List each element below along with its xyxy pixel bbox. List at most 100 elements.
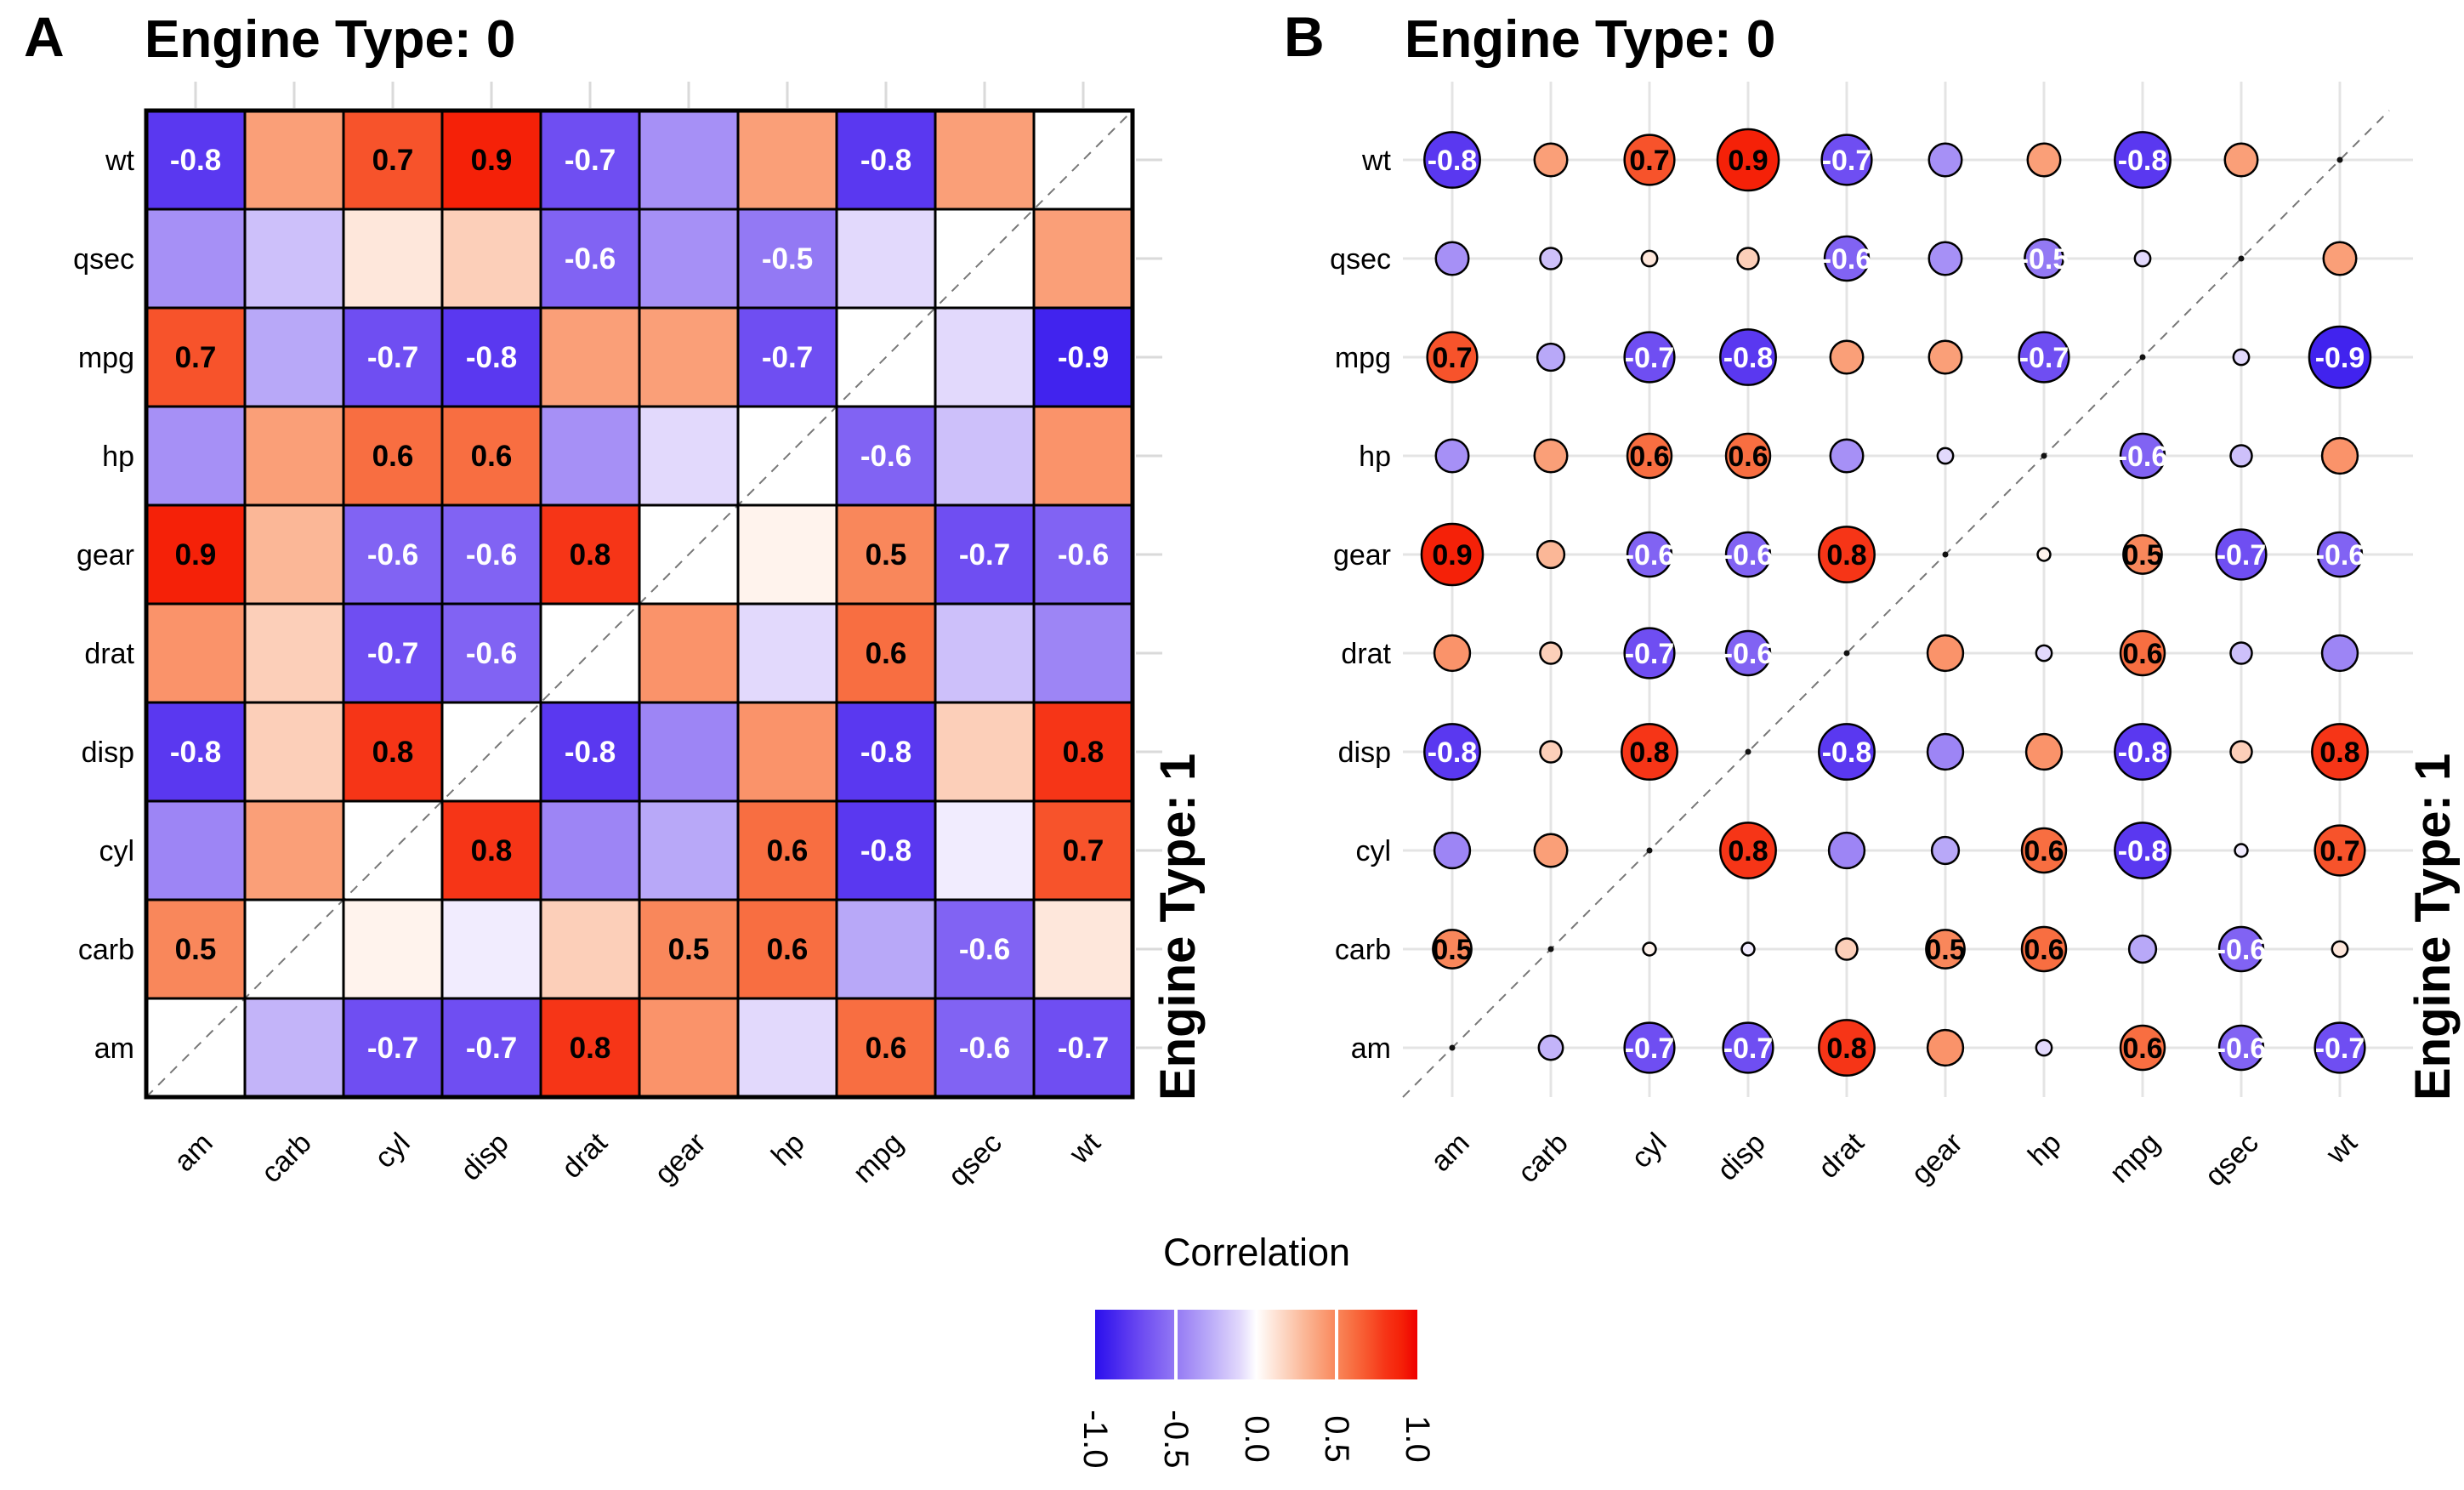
- bubble-value-label: 0.5: [1432, 934, 1472, 966]
- correlation-bubble: [1640, 249, 1659, 268]
- correlation-bubble: [2229, 740, 2253, 764]
- bubble-value-label: -0.8: [1822, 736, 1872, 769]
- panel-a-border: [144, 108, 1135, 1100]
- panel-a-x-tick-label: gear: [649, 1127, 713, 1191]
- matrix-cell: [1032, 503, 1134, 606]
- bubble-value-label: -0.7: [1625, 638, 1675, 670]
- diagonal-dot: [2238, 255, 2245, 262]
- correlation-bubble: [1539, 641, 1563, 665]
- correlation-bubble: [2114, 723, 2172, 781]
- cell-value-label: -0.7: [959, 538, 1010, 572]
- cell-value-label: 0.6: [767, 834, 809, 867]
- matrix-cell: [736, 109, 838, 211]
- matrix-cell: [835, 503, 937, 606]
- matrix-cell: [342, 898, 444, 1000]
- bubble-value-label: -0.8: [2118, 145, 2168, 177]
- bubble-value-label: 0.9: [1728, 145, 1768, 177]
- panel-a-y-tick-label: wt: [105, 145, 135, 177]
- matrix-cell: [440, 602, 542, 704]
- matrix-cell: [1032, 208, 1134, 310]
- bubble-value-label: 0.8: [1826, 1032, 1866, 1065]
- cell-value-label: -0.8: [860, 834, 911, 867]
- panel-a-y-tick-label: am: [94, 1032, 134, 1065]
- panel-a-y-tick-label: hp: [102, 441, 134, 473]
- panel-b-x-tick-label: hp: [2022, 1127, 2068, 1173]
- bubble-value-label: -0.6: [2118, 441, 2168, 473]
- bubble-value-label: 0.5: [1925, 934, 1965, 966]
- correlation-bubble: [1820, 134, 1873, 186]
- correlation-bubble: [1537, 1034, 1564, 1061]
- correlation-bubble: [1716, 128, 1780, 192]
- panel-a-tag: A: [24, 5, 65, 68]
- matrix-cell: [1032, 898, 1134, 1000]
- matrix-cell: [1032, 602, 1134, 704]
- cell-value-label: -0.6: [466, 637, 517, 670]
- correlation-bubble: [2119, 1024, 2166, 1072]
- matrix-cell: [934, 503, 1036, 606]
- matrix-cell: [243, 997, 345, 1099]
- correlation-bubble: [1724, 531, 1772, 578]
- diagonal-dot: [1843, 650, 1850, 657]
- matrix-cell: [440, 306, 542, 408]
- cell-value-label: 0.6: [471, 440, 513, 473]
- correlation-bubble: [2020, 925, 2068, 973]
- correlation-bubble: [2229, 444, 2253, 468]
- legend-tick-label: 0.5: [1318, 1415, 1356, 1463]
- cell-value-label: -0.6: [466, 538, 517, 572]
- correlation-bubble: [1719, 328, 1777, 386]
- correlation-bubble: [1536, 539, 1566, 570]
- bubble-value-label: 0.8: [2319, 736, 2359, 769]
- diagonal-dot: [1646, 847, 1653, 854]
- correlation-bubble: [2331, 940, 2349, 958]
- panel-b-x-tick-label: cyl: [1625, 1127, 1672, 1174]
- matrix-cell: [539, 898, 641, 1000]
- cell-value-label: 0.8: [1063, 736, 1104, 769]
- correlation-bubble: [1724, 432, 1772, 480]
- cell-value-label: 0.6: [372, 440, 414, 473]
- matrix-cell: [539, 701, 641, 803]
- panel-a-y-tick-label: disp: [82, 736, 134, 769]
- panel-b-x-tick-label: qsec: [2199, 1127, 2265, 1193]
- matrix-cell: [835, 898, 937, 1000]
- correlation-bubble: [2018, 331, 2070, 384]
- correlation-bubble: [2119, 629, 2166, 677]
- diagonal-dot: [2041, 452, 2047, 459]
- correlation-bubble: [1423, 131, 1481, 189]
- matrix-cell: [145, 306, 247, 408]
- diagonal-dot: [1449, 1044, 1456, 1051]
- bubble-value-label: 0.6: [2024, 934, 2064, 966]
- matrix-cell: [539, 503, 641, 606]
- cell-value-label: -0.7: [367, 341, 418, 374]
- correlation-bubble: [2229, 641, 2253, 665]
- cell-value-label: 0.6: [866, 1032, 907, 1065]
- bubble-value-label: -0.8: [2118, 835, 2168, 867]
- correlation-bubble: [2316, 531, 2364, 578]
- matrix-cell: [539, 208, 641, 310]
- matrix-cell: [934, 701, 1036, 803]
- correlation-bubble: [1818, 723, 1876, 781]
- bubble-value-label: -0.9: [2315, 342, 2365, 374]
- matrix-cell: [934, 799, 1036, 901]
- panel-b-y-tick-label: drat: [1341, 638, 1391, 670]
- matrix-cell: [736, 503, 838, 606]
- correlation-bubble: [1434, 438, 1470, 474]
- correlation-bubble: [1623, 331, 1676, 384]
- panel-b-x-tick-label: disp: [1712, 1127, 1772, 1187]
- correlation-bubble: [1927, 241, 1963, 276]
- panel-a-y-tick-label: gear: [77, 539, 134, 572]
- cell-value-label: -0.5: [762, 242, 813, 276]
- correlation-bubble: [1719, 822, 1777, 879]
- correlation-bubble: [2114, 131, 2172, 189]
- correlation-bubble: [1536, 342, 1566, 372]
- correlation-bubble: [2122, 534, 2163, 575]
- cell-value-label: 0.8: [471, 834, 513, 867]
- panel-b-x-tick-label: drat: [1812, 1126, 1871, 1185]
- panel-b-y-tick-label: am: [1351, 1032, 1391, 1065]
- matrix-cell: [835, 602, 937, 704]
- correlation-bubble: [1930, 835, 1961, 866]
- correlation-bubble: [1722, 1021, 1774, 1074]
- correlation-bubble: [2320, 634, 2359, 673]
- correlation-bubble: [2314, 1021, 2366, 1074]
- bubble-value-label: 0.8: [1826, 539, 1866, 572]
- cell-value-label: -0.7: [762, 341, 813, 374]
